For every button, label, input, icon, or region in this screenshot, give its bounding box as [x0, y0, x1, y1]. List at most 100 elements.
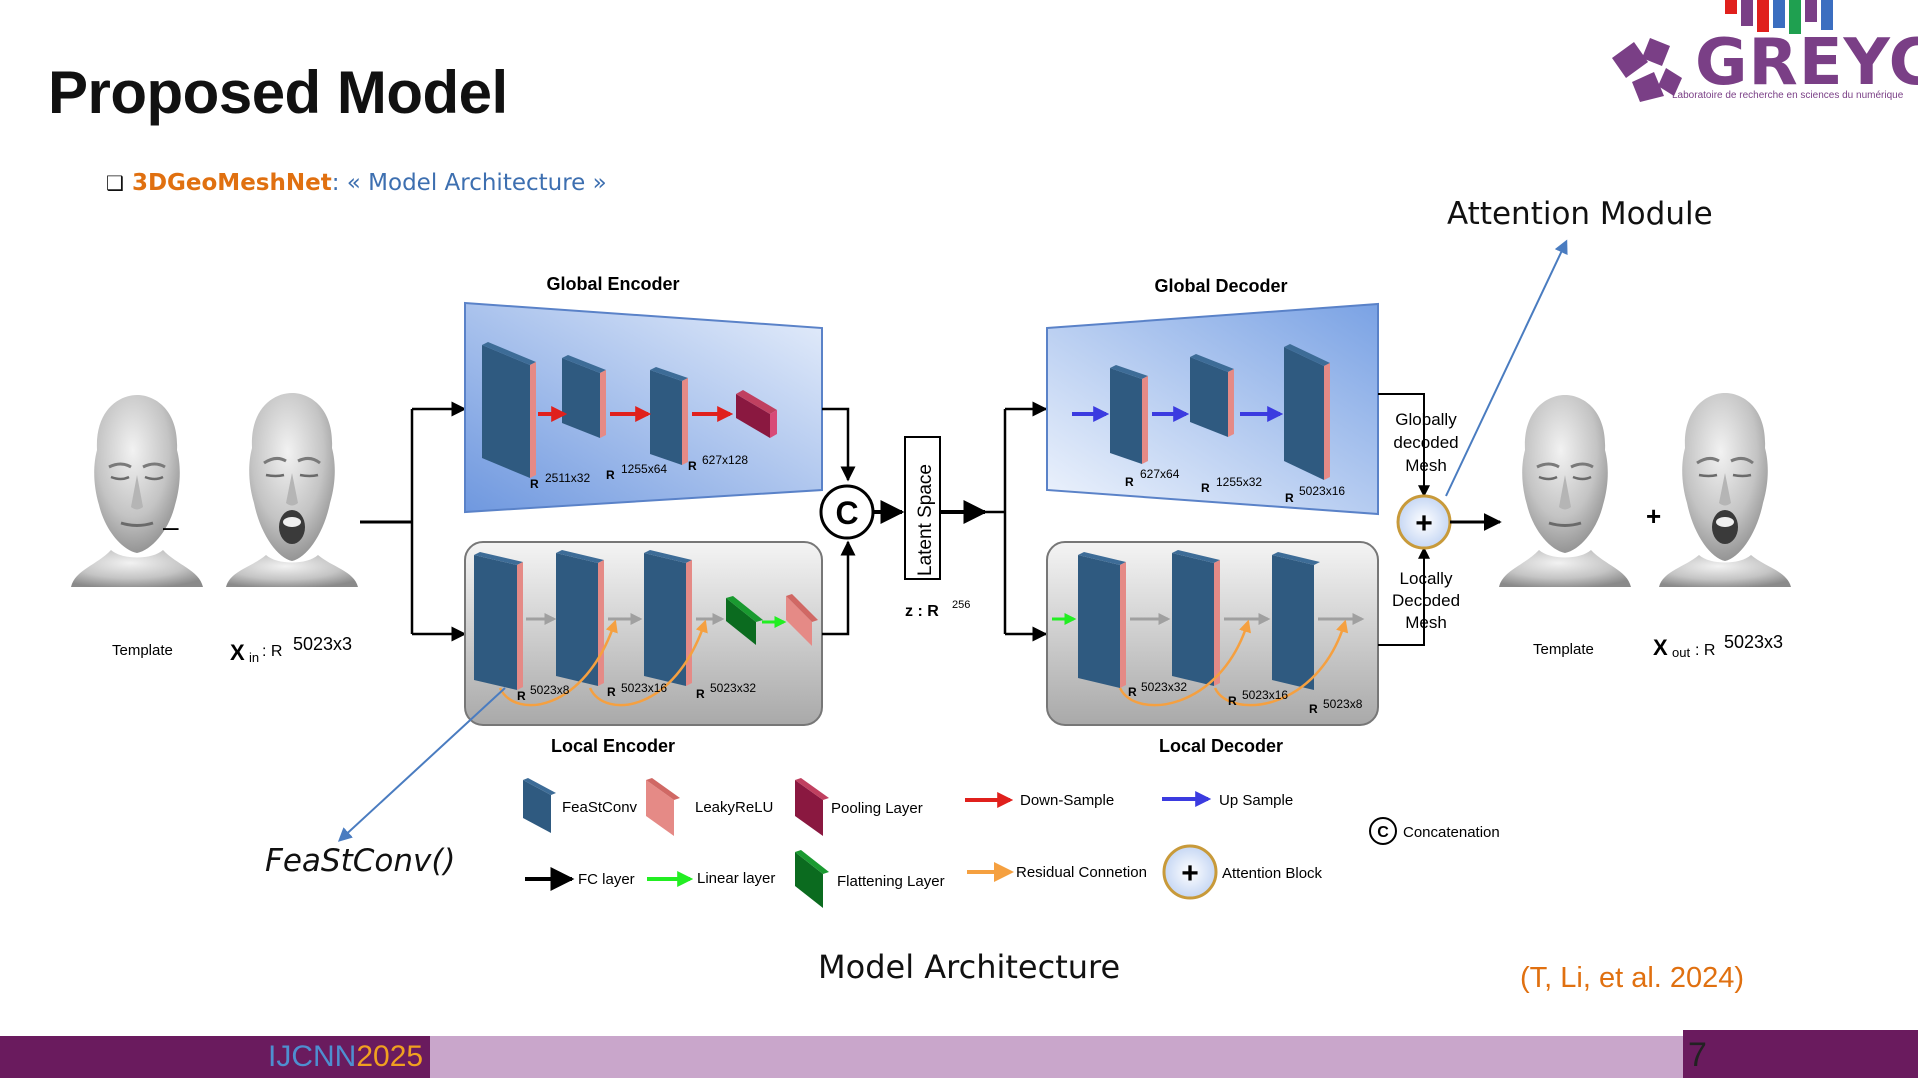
- legend-concatenation: C Concatenation: [1369, 817, 1500, 845]
- legend-residual: Residual Connetion: [967, 862, 1147, 882]
- attention-pointer: [1445, 239, 1568, 497]
- z-dim: 256: [952, 599, 970, 611]
- svg-text:+: +: [1181, 857, 1199, 890]
- template-face-input: [69, 393, 205, 589]
- legend-upsample: Up Sample: [1162, 791, 1293, 809]
- slide-title: Proposed Model: [48, 59, 508, 126]
- conference-label: IJCNN2025: [268, 1040, 423, 1074]
- svg-text:Up Sample: Up Sample: [1219, 792, 1293, 809]
- xout-label: X: [1653, 635, 1668, 660]
- feastconv-label: FeaStConv(): [265, 843, 456, 879]
- gd-dim1: 627x64: [1140, 467, 1180, 481]
- legend: FeaStConv LeakyReLU Pooling Layer Down-S…: [523, 778, 1500, 908]
- svg-text:Attention Block: Attention Block: [1222, 865, 1323, 882]
- footer-left-block: [0, 1036, 430, 1078]
- footer-right-block: [1683, 1030, 1918, 1078]
- svg-text:Concatenation: Concatenation: [1403, 824, 1500, 841]
- legend-leakyrelu: LeakyReLU: [646, 778, 773, 836]
- template-face-output: [1497, 393, 1633, 589]
- attention-plus: +: [1415, 507, 1433, 540]
- svg-text:Residual Connetion: Residual Connetion: [1016, 864, 1147, 881]
- local-encoder-title: Local Encoder: [551, 736, 675, 756]
- architecture-diagram: – Template X in : R 5023x3 Global Encode…: [69, 239, 1793, 908]
- attention-module-label: Attention Module: [1447, 196, 1713, 232]
- svg-text:FC layer: FC layer: [578, 871, 635, 888]
- ge-block-2: [562, 355, 606, 438]
- legend-linear: Linear layer: [647, 870, 775, 887]
- ld-block-2: [1172, 550, 1220, 686]
- locally-decoded-3: Mesh: [1405, 613, 1447, 632]
- gd-r2: R: [1201, 481, 1210, 495]
- concat-symbol: C: [835, 495, 858, 531]
- gd-dim3: 5023x16: [1299, 484, 1345, 498]
- template-label-left: Template: [112, 642, 173, 659]
- svg-text:C: C: [1377, 824, 1389, 841]
- ld-r2: R: [1228, 694, 1237, 708]
- legend-flatten: Flattening Layer: [795, 850, 945, 908]
- xout-sub: out: [1672, 645, 1690, 660]
- legend-feastconv: FeaStConv: [523, 778, 638, 833]
- global-decoder-title: Global Decoder: [1154, 276, 1287, 296]
- model-name: 3DGeoMeshNet: [131, 170, 332, 196]
- xin-sub: in: [249, 650, 259, 665]
- template-label-right: Template: [1533, 641, 1594, 658]
- globally-decoded-1: Globally: [1395, 410, 1457, 429]
- feastconv-pointer: [337, 687, 506, 842]
- svg-text:Pooling Layer: Pooling Layer: [831, 800, 923, 817]
- ge-pool-block: [736, 390, 777, 438]
- le-block-3: [644, 550, 692, 686]
- citation: (T, Li, et al. 2024): [1520, 962, 1745, 994]
- greyc-logo: [1612, 0, 1833, 102]
- conference-year: 2025: [356, 1040, 424, 1073]
- xout-exp: 5023x3: [1724, 632, 1783, 652]
- ge-dim2: 1255x64: [621, 462, 667, 476]
- svg-text:Linear layer: Linear layer: [697, 870, 775, 887]
- xin-label: X: [230, 640, 245, 665]
- latent-space-label: Latent Space: [915, 464, 936, 576]
- le-dim3: 5023x32: [710, 681, 756, 695]
- subtitle-text: : « Model Architecture »: [331, 170, 607, 196]
- local-decoder-title: Local Decoder: [1159, 736, 1283, 756]
- globally-decoded-2: decoded: [1393, 433, 1458, 452]
- ge-dim1: 2511x32: [545, 471, 590, 485]
- ge-r1: R: [530, 477, 539, 491]
- logo-subtitle: Laboratoire de recherche en sciences du …: [1672, 90, 1904, 101]
- conference-name: IJCNN: [268, 1040, 357, 1073]
- ld-r3: R: [1309, 702, 1318, 716]
- output-face: [1657, 391, 1793, 589]
- xout-dims: : R: [1695, 642, 1715, 659]
- le-r3: R: [696, 687, 705, 701]
- ge-r3: R: [688, 459, 697, 473]
- xin-exp: 5023x3: [293, 634, 352, 654]
- ld-block-3: [1272, 552, 1320, 690]
- ge-r2: R: [606, 468, 615, 482]
- le-dim2: 5023x16: [621, 681, 667, 695]
- le-linear-block: [786, 594, 818, 646]
- le-dim1: 5023x8: [530, 683, 570, 697]
- svg-text:LeakyReLU: LeakyReLU: [695, 799, 773, 816]
- input-face: [224, 391, 360, 589]
- le-r1: R: [517, 689, 526, 703]
- svg-text:FeaStConv: FeaStConv: [562, 799, 638, 816]
- bullet-icon: ❑: [106, 171, 124, 195]
- ld-dim1: 5023x32: [1141, 680, 1187, 694]
- legend-downsample: Down-Sample: [965, 792, 1114, 809]
- page-number: 7: [1688, 1036, 1707, 1074]
- le-flatten-block: [726, 596, 763, 645]
- gd-r1: R: [1125, 475, 1134, 489]
- z-label: z : R: [905, 603, 939, 620]
- svg-text:Flattening Layer: Flattening Layer: [837, 873, 945, 890]
- ge-block-3: [650, 367, 688, 465]
- le-r2: R: [607, 685, 616, 699]
- figure-caption: Model Architecture: [818, 948, 1121, 986]
- logo-text: GREYC: [1695, 26, 1918, 100]
- xin-dims: : R: [262, 643, 282, 660]
- subtitle: ❑ 3DGeoMeshNet: « Model Architecture »: [106, 170, 607, 196]
- globally-decoded-3: Mesh: [1405, 456, 1447, 475]
- gd-dim2: 1255x32: [1216, 475, 1262, 489]
- locally-decoded-1: Locally: [1400, 569, 1453, 588]
- ld-r1: R: [1128, 685, 1137, 699]
- locally-decoded-2: Decoded: [1392, 591, 1460, 610]
- le-block-2: [556, 550, 604, 686]
